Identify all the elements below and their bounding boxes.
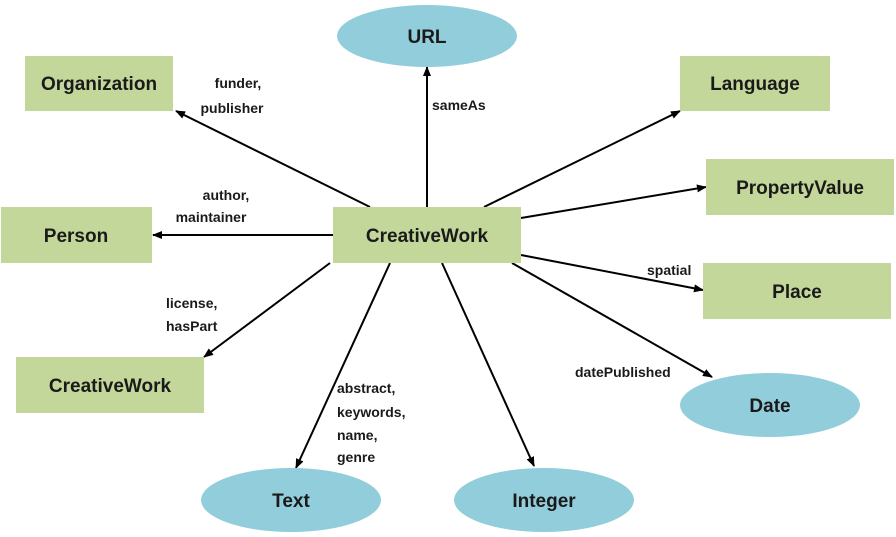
node-text: Text	[201, 468, 381, 532]
node-place: Place	[703, 263, 891, 319]
node-integer-label: Integer	[512, 491, 576, 512]
node-person-label: Person	[44, 226, 108, 247]
edge-label-license: license,	[166, 295, 217, 311]
node-organization: Organization	[25, 56, 173, 111]
edge-label-keywords: keywords,	[337, 404, 405, 420]
node-language-label: Language	[710, 74, 800, 95]
node-organization-label: Organization	[41, 74, 157, 95]
node-integer: Integer	[454, 468, 634, 532]
node-date: Date	[680, 373, 860, 437]
edge-integer	[441, 262, 535, 467]
node-language: Language	[680, 56, 830, 111]
edge-label-genre: genre	[337, 449, 375, 465]
node-creativework-2-label: CreativeWork	[49, 376, 172, 397]
node-propertyvalue-label: PropertyValue	[736, 178, 864, 199]
edge-label-spatial: spatial	[647, 262, 691, 278]
node-url-label: URL	[407, 27, 446, 48]
edge-label-maintainer: maintainer	[176, 209, 247, 225]
edge-label-abstract: abstract,	[337, 380, 395, 396]
edge-propertyvalue	[520, 184, 707, 219]
node-center-creativework: CreativeWork	[333, 207, 521, 263]
node-creativework-2: CreativeWork	[16, 357, 204, 413]
node-text-label: Text	[272, 491, 310, 512]
node-place-label: Place	[772, 282, 822, 303]
node-url: URL	[337, 5, 517, 67]
edges	[152, 66, 713, 469]
edge-datepublished	[511, 262, 713, 378]
edge-spatial	[520, 254, 704, 293]
edge-label-datepublished: datePublished	[575, 364, 671, 380]
node-center-creativework-label: CreativeWork	[366, 226, 489, 247]
edge-license-haspart	[203, 262, 331, 358]
node-person: Person	[1, 207, 152, 263]
edge-label-author: author,	[203, 187, 250, 203]
edge-funder-publisher	[175, 110, 371, 208]
node-propertyvalue: PropertyValue	[706, 159, 894, 215]
edge-label-funder: funder,	[215, 75, 262, 91]
edge-language	[483, 110, 681, 208]
edge-label-publisher: publisher	[200, 100, 264, 116]
edge-text-props	[295, 262, 391, 469]
edge-label-name: name,	[337, 427, 377, 443]
edge-label-sameas: sameAs	[432, 97, 486, 113]
edge-label-haspart: hasPart	[166, 318, 218, 334]
node-date-label: Date	[749, 396, 790, 417]
